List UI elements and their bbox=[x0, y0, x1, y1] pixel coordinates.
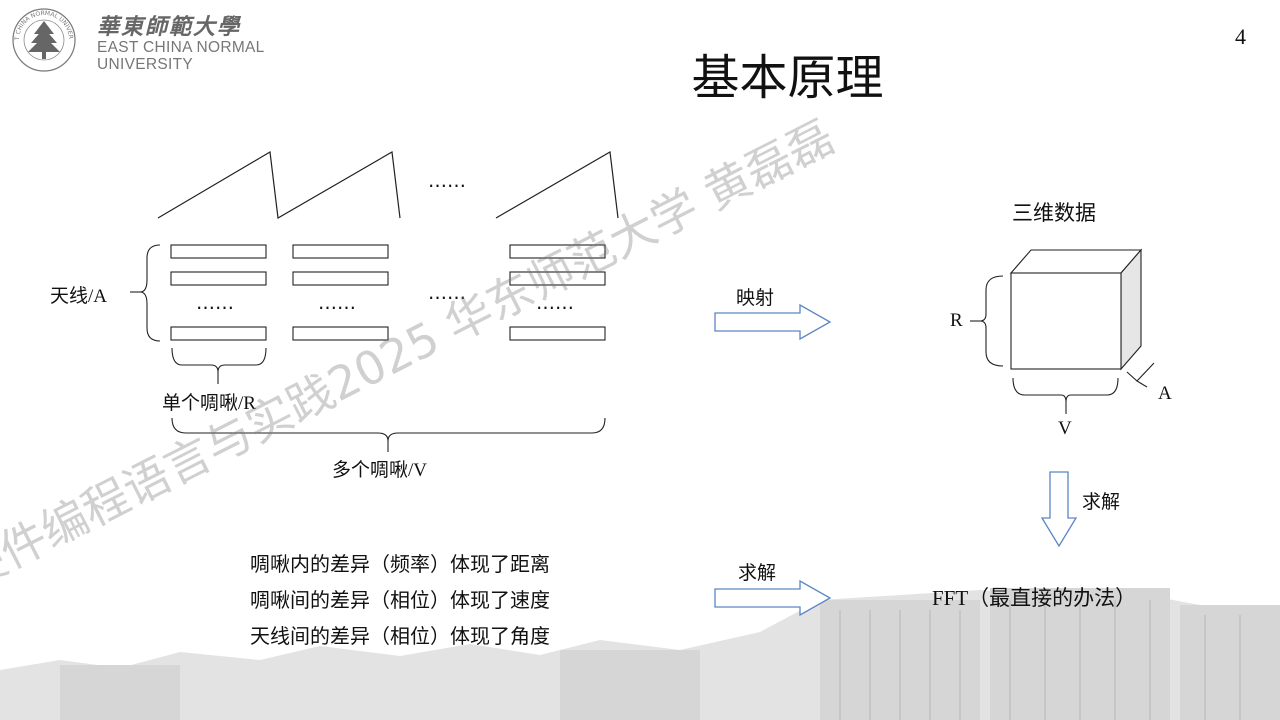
sawtooth-wave-group-2 bbox=[495, 151, 619, 219]
cube-bracket-r bbox=[979, 275, 1004, 367]
chirp-sample-bars bbox=[170, 244, 606, 341]
cube-bracket-v bbox=[1012, 377, 1119, 403]
solve-label-vertical: 求解 bbox=[1082, 491, 1121, 513]
ellipsis-col1: …… bbox=[196, 292, 234, 314]
cube-brackets bbox=[970, 275, 1155, 414]
chirp-sawtooth-waves bbox=[157, 151, 619, 219]
antenna-label: 天线/A bbox=[50, 286, 108, 307]
map-arrow bbox=[714, 303, 832, 341]
university-name-en-line1: EAST CHINA NORMAL bbox=[97, 39, 265, 56]
cube-bracket-a bbox=[1126, 362, 1155, 382]
solve-arrow-vertical bbox=[1040, 471, 1078, 548]
sawtooth-wave-group-1 bbox=[157, 151, 401, 219]
campus-skyline-background bbox=[0, 588, 1280, 720]
axis-v-label: V bbox=[1058, 418, 1072, 439]
university-name-cn: 華東師範大學 bbox=[97, 14, 242, 40]
slide-title: 基本原理 bbox=[691, 50, 884, 106]
ellipsis-between-columns: …… bbox=[428, 282, 466, 304]
brackets bbox=[130, 244, 606, 452]
single-chirp-label: 单个啁啾/R bbox=[162, 393, 256, 414]
solve-label-horizontal: 求解 bbox=[738, 562, 777, 584]
description-line-range: 啁啾内的差异（频率）体现了距离 bbox=[250, 552, 550, 576]
multi-chirp-label: 多个啁啾/V bbox=[332, 460, 428, 481]
solve-arrow-horizontal bbox=[714, 579, 832, 617]
ellipsis-col2: …… bbox=[318, 292, 356, 314]
ellipsis-waves: …… bbox=[428, 170, 466, 192]
fft-label: FFT（最直接的办法） bbox=[932, 586, 1137, 610]
data-cube bbox=[1009, 248, 1143, 371]
university-seal-logo: EAST CHINA NORMAL UNIVERSITY bbox=[10, 6, 76, 72]
axis-a-label: A bbox=[1158, 383, 1172, 404]
page-number: 4 bbox=[1235, 24, 1246, 49]
cube-title: 三维数据 bbox=[1012, 201, 1096, 225]
arrows bbox=[714, 303, 1078, 617]
map-label: 映射 bbox=[736, 287, 775, 309]
description-line-angle: 天线间的差异（相位）体现了角度 bbox=[250, 624, 550, 648]
axis-r-label: R bbox=[950, 310, 963, 331]
university-name-en-line2: UNIVERSITY bbox=[97, 56, 194, 73]
single-chirp-bracket bbox=[171, 347, 267, 373]
antenna-bracket bbox=[139, 244, 161, 342]
description-line-velocity: 啁啾间的差异（相位）体现了速度 bbox=[250, 588, 550, 612]
ellipsis-col3: …… bbox=[536, 292, 574, 314]
